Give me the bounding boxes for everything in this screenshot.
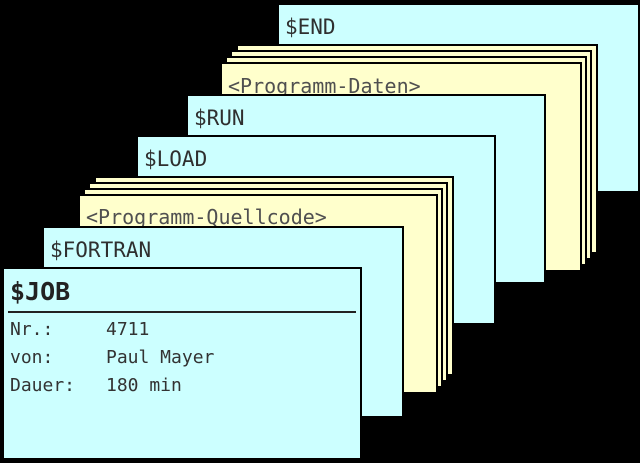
- job-row-key: Nr.:: [10, 319, 54, 340]
- load-card-label: $LOAD: [144, 147, 208, 171]
- job-row-von: von: Paul Mayer: [10, 347, 214, 368]
- fortran-card-label: $FORTRAN: [50, 238, 152, 262]
- programm-quellcode-label: <Programm-Quellcode>: [86, 205, 327, 229]
- job-row-key: Dauer:: [10, 375, 76, 396]
- end-card-label: $END: [285, 15, 336, 39]
- job-row-key: von:: [10, 347, 54, 368]
- job-row-value: Paul Mayer: [106, 347, 215, 368]
- job-card-divider: [8, 311, 356, 313]
- job-row-dauer: Dauer: 180 min: [10, 375, 182, 396]
- run-card-label: $RUN: [194, 106, 245, 130]
- job-card-title: $JOB: [10, 277, 71, 306]
- job-card: $JOB Nr.: 4711 von: Paul Mayer Dauer: 180 m…: [2, 267, 362, 460]
- job-row-value: 180 min: [106, 375, 182, 396]
- job-row-value: 4711: [106, 319, 150, 340]
- job-row-nr: Nr.: 4711: [10, 319, 149, 340]
